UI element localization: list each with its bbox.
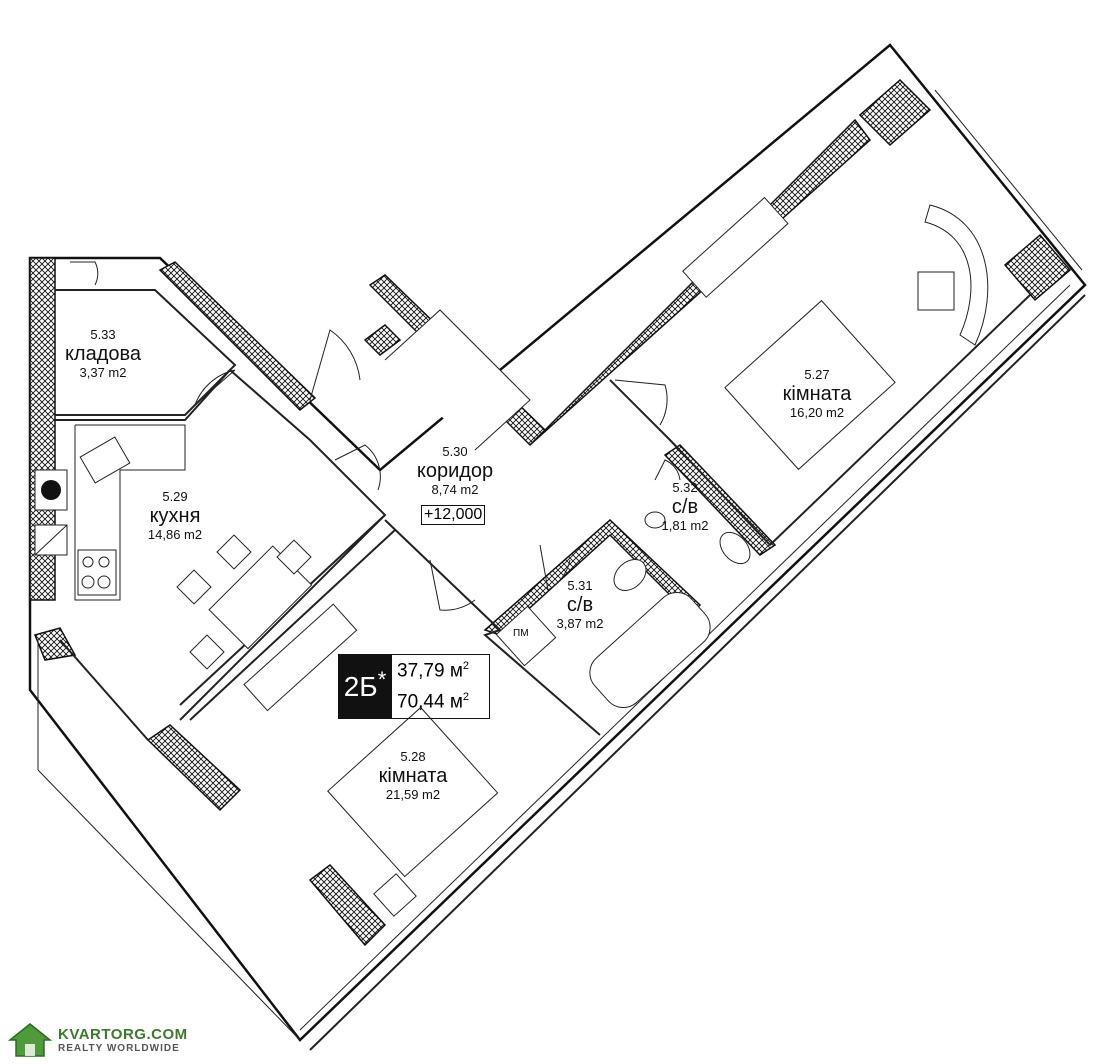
door-bath xyxy=(539,544,571,591)
room-number: 5.29 xyxy=(162,489,188,504)
wall-right-corner xyxy=(1003,233,1072,302)
bath-sink xyxy=(613,559,647,591)
room-number: 5.30 xyxy=(442,444,468,459)
watermark-line1: KVARTORG.COM xyxy=(58,1026,188,1043)
wall-bath-small xyxy=(663,444,777,556)
room-right-partition xyxy=(609,294,1031,547)
shaft-diagonal xyxy=(34,524,68,556)
kitchen-outer-line-2 xyxy=(37,769,301,1041)
desk-chair xyxy=(917,271,955,311)
apartment-code-text: 2Б xyxy=(343,670,378,702)
watermark: KVARTORG.COM REALTY WORLDWIDE xyxy=(8,1022,188,1058)
chair-2 xyxy=(276,539,312,575)
corridor-partition xyxy=(384,519,601,736)
living-area: 37,79 м2 xyxy=(397,660,489,682)
living-area-value: 37,79 м xyxy=(397,659,463,681)
room-area: 3,87 m2 xyxy=(556,615,604,631)
washer-label: ПМ xyxy=(513,628,529,639)
facade-line-2 xyxy=(309,294,1086,1051)
washer-box xyxy=(495,605,557,667)
facade-line xyxy=(934,89,1083,271)
desk xyxy=(924,204,989,346)
wall-kitchen-corner xyxy=(33,627,77,661)
room-name: с/в xyxy=(671,495,699,518)
door-balcony xyxy=(70,261,99,286)
wall-room-bottom-left xyxy=(146,724,242,812)
wall-corridor-corner xyxy=(363,324,402,356)
kitchen-bottom-line xyxy=(59,639,149,741)
corridor-wardrobe xyxy=(384,309,531,451)
room-number: 5.32 xyxy=(672,480,698,495)
chair-3 xyxy=(176,569,212,605)
watermark-line2: REALTY WORLDWIDE xyxy=(58,1043,180,1054)
stove-burner-2 xyxy=(98,556,110,568)
total-area-value: 70,44 м xyxy=(397,691,463,713)
door-room-bottom xyxy=(429,559,476,611)
wall-left-column xyxy=(29,257,56,601)
room-number: 5.33 xyxy=(90,327,116,342)
room-label-corridor: 5.30 коридор 8,74 m2 xyxy=(400,444,510,498)
chair-4 xyxy=(189,634,225,670)
room-area: 16,20 m2 xyxy=(789,404,845,420)
room-label-kitchen: 5.29 кухня 14,86 m2 xyxy=(120,489,230,543)
room-number: 5.27 xyxy=(804,367,830,382)
room-number: 5.31 xyxy=(567,578,593,593)
door-storage xyxy=(194,369,236,406)
small-sink xyxy=(644,511,666,529)
stove-burner-4 xyxy=(97,575,111,589)
toilet xyxy=(719,531,751,565)
ventilation-icon xyxy=(41,480,61,500)
room-name: коридор xyxy=(416,459,494,482)
door-kitchen xyxy=(334,444,381,491)
wall-storage-top xyxy=(158,261,317,412)
room-bottom-divider xyxy=(189,529,396,721)
living-area-unit-exp: 2 xyxy=(462,659,470,672)
room-label-bath-small: 5.32 с/в 1,81 m2 xyxy=(645,480,725,534)
door-corridor-entry xyxy=(309,329,361,401)
room-area: 3,37 m2 xyxy=(79,364,127,380)
room-name: кімната xyxy=(378,764,448,787)
room-area: 14,86 m2 xyxy=(147,526,203,542)
room-label-bath: 5.31 с/в 3,87 m2 xyxy=(540,578,620,632)
door-room-right xyxy=(614,379,668,426)
total-area: 70,44 м2 xyxy=(397,691,489,713)
apartment-code: 2Б* xyxy=(338,654,392,719)
apartment-marker: * xyxy=(377,666,387,692)
apartment-badge: 2Б* 37,79 м2 70,44 м2 xyxy=(338,654,490,719)
house-icon xyxy=(8,1023,52,1057)
room-name: кухня xyxy=(149,504,201,527)
room-area: 21,59 m2 xyxy=(385,786,441,802)
wall-top-corner xyxy=(858,78,932,147)
door-bath-small xyxy=(654,459,681,481)
room-label-storage: 5.33 кладова 3,37 m2 xyxy=(48,327,158,381)
wardrobe-bottom xyxy=(243,603,358,712)
stove-burner-1 xyxy=(82,556,94,568)
apartment-areas: 37,79 м2 70,44 м2 xyxy=(392,654,490,719)
stove xyxy=(77,549,117,596)
nightstand xyxy=(373,873,417,917)
wardrobe-right xyxy=(682,196,789,298)
kitchen-sink xyxy=(79,436,131,484)
wall-room-bottom-right xyxy=(308,863,387,947)
room-area: 1,81 m2 xyxy=(661,517,709,533)
room-number: 5.28 xyxy=(400,749,426,764)
total-area-unit-exp: 2 xyxy=(462,691,470,704)
room-label-room-right: 5.27 кімната 16,20 m2 xyxy=(762,367,872,421)
level-mark: +12,000 xyxy=(421,505,486,525)
chair-1 xyxy=(216,534,252,570)
room-area: 8,74 m2 xyxy=(431,481,479,497)
bed-bottom xyxy=(327,706,499,878)
room-name: кладова xyxy=(64,342,142,365)
kitchen-partition xyxy=(55,368,387,721)
bathtub xyxy=(589,591,711,709)
room-name: кімната xyxy=(782,382,852,405)
stove-burner-3 xyxy=(81,575,95,589)
room-label-room-bottom: 5.28 кімната 21,59 m2 xyxy=(358,749,468,803)
storage-partition xyxy=(55,289,237,416)
room-name: с/в xyxy=(566,593,594,616)
bed-right xyxy=(724,299,896,471)
